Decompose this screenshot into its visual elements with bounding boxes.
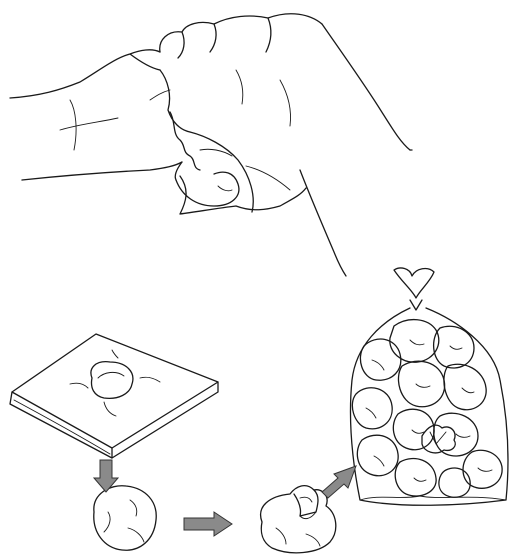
- down-arrow-icon: [94, 460, 118, 492]
- up-right-arrow-icon: [322, 466, 356, 498]
- mesh-bag-drawing: [350, 268, 508, 505]
- flat-square-drawing: [10, 334, 218, 458]
- rolled-ball-drawing: [94, 486, 156, 550]
- right-hand: [160, 14, 412, 276]
- right-arrow-icon: [184, 512, 232, 536]
- twisted-ball-drawing: [261, 486, 336, 553]
- bag-balls: [352, 320, 502, 498]
- left-hand: [10, 50, 239, 206]
- hands-tearing-drawing: [10, 14, 412, 276]
